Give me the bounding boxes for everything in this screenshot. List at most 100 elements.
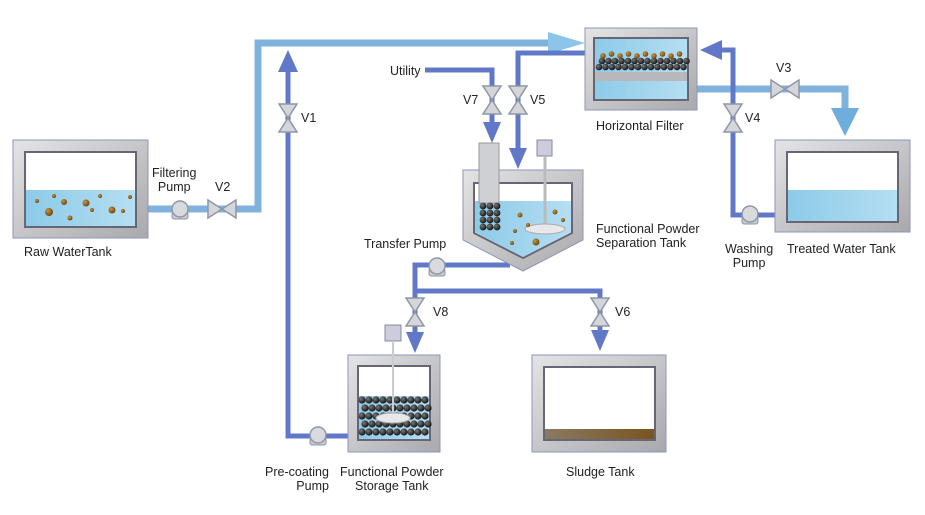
powder-particle: [683, 57, 690, 65]
powder-particle: [602, 63, 609, 71]
label-line: Washing: [725, 242, 774, 256]
powder-particle: [676, 57, 684, 65]
powder-particle: [493, 223, 501, 231]
transfer-pump[interactable]: [428, 257, 446, 277]
raw-water-pipe: [146, 39, 849, 213]
powder-particle: [400, 396, 408, 404]
powder-particle: [486, 209, 494, 217]
powder-particle: [486, 223, 494, 231]
powder-particle: [608, 51, 615, 57]
powder-particle: [634, 53, 640, 59]
raw-tank-label: Raw WaterTank: [24, 245, 112, 259]
powder-particle: [417, 420, 425, 428]
powder-particle: [375, 404, 383, 412]
label-line: Functional Powder: [340, 465, 444, 479]
v1-label: V1: [301, 111, 317, 125]
powder-particle: [650, 57, 658, 65]
v4-label: V4: [745, 111, 761, 125]
powder-particle: [617, 53, 623, 59]
powder-particle: [382, 404, 390, 412]
flow-arrows: [278, 40, 722, 353]
powder-particle: [393, 396, 401, 404]
powder-particle: [670, 57, 677, 65]
v8-label: V8: [433, 305, 449, 319]
powder-particle: [624, 57, 632, 65]
powder-particle: [486, 216, 494, 224]
powder-particle: [421, 428, 429, 436]
powder-particle: [600, 53, 606, 59]
powder-particle: [647, 63, 655, 71]
label-line: Storage Tank: [355, 479, 429, 493]
label-line: Pump: [157, 180, 191, 194]
powder-particle: [421, 396, 429, 404]
powder-particle: [386, 428, 394, 436]
powder-particle: [365, 428, 373, 436]
powder-particle: [654, 63, 661, 71]
powder-particle: [365, 396, 373, 404]
powder-particle: [659, 51, 666, 57]
valve-v7[interactable]: [482, 85, 502, 115]
horizontal-filter-label: Horizontal Filter: [596, 119, 684, 133]
powder-particle: [368, 420, 376, 428]
powder-particle: [358, 428, 366, 436]
powder-particle: [368, 404, 376, 412]
valve-v4[interactable]: [723, 103, 743, 133]
label-line: Separation Tank: [596, 236, 687, 250]
powder-particle: [379, 396, 387, 404]
powder-particle: [410, 420, 418, 428]
powder-particle: [414, 412, 422, 420]
v6-label: V6: [615, 305, 631, 319]
powder-particle: [424, 420, 432, 428]
functional-powder-separation-tank: [462, 139, 584, 272]
powder-particle: [479, 223, 487, 231]
powder-particle: [611, 57, 619, 65]
powder-particle: [372, 396, 380, 404]
powder-particle: [673, 63, 681, 71]
filtering-pump[interactable]: [171, 200, 189, 220]
v5-label: V5: [530, 93, 546, 107]
v2-label: V2: [215, 180, 231, 194]
treated-tank-label: Treated Water Tank: [787, 242, 896, 256]
powder-particle: [667, 63, 674, 71]
label-line: Pre-coating: [265, 465, 329, 479]
label-line: Pump: [296, 479, 329, 493]
powder-particle: [642, 51, 649, 57]
valve-v3[interactable]: [770, 79, 800, 99]
powder-particle: [361, 420, 369, 428]
washing-pump[interactable]: [741, 205, 759, 225]
powder-particle: [372, 428, 380, 436]
valve-v8[interactable]: [405, 297, 425, 327]
powder-particle: [479, 209, 487, 217]
precoating-pump[interactable]: [309, 426, 327, 446]
powder-particle: [637, 57, 645, 65]
valve-v5[interactable]: [508, 85, 528, 115]
powder-particle: [663, 57, 671, 65]
powder-particle: [644, 57, 651, 65]
valve-v6[interactable]: [590, 297, 610, 327]
valve-v1[interactable]: [278, 103, 298, 133]
powder-particle: [365, 412, 373, 420]
powder-particle: [358, 396, 366, 404]
powder-particle: [680, 63, 687, 71]
v7-label: V7: [463, 93, 479, 107]
powder-particle: [631, 57, 638, 65]
valve-v2[interactable]: [207, 199, 237, 219]
powder-particle: [358, 412, 366, 420]
powder-particle: [651, 53, 657, 59]
powder-particle: [417, 404, 425, 412]
powder-particle: [479, 202, 487, 210]
powder-particle: [393, 428, 401, 436]
label-line: Filtering: [152, 166, 197, 180]
v3-label: V3: [776, 61, 792, 75]
label-line: Pump: [732, 256, 766, 270]
powder-particle: [634, 63, 642, 71]
transfer-pump-label: Transfer Pump: [364, 237, 447, 251]
powder-particle: [676, 51, 683, 57]
powder-particle: [493, 209, 501, 217]
powder-particle: [660, 63, 668, 71]
powder-particle: [379, 428, 387, 436]
